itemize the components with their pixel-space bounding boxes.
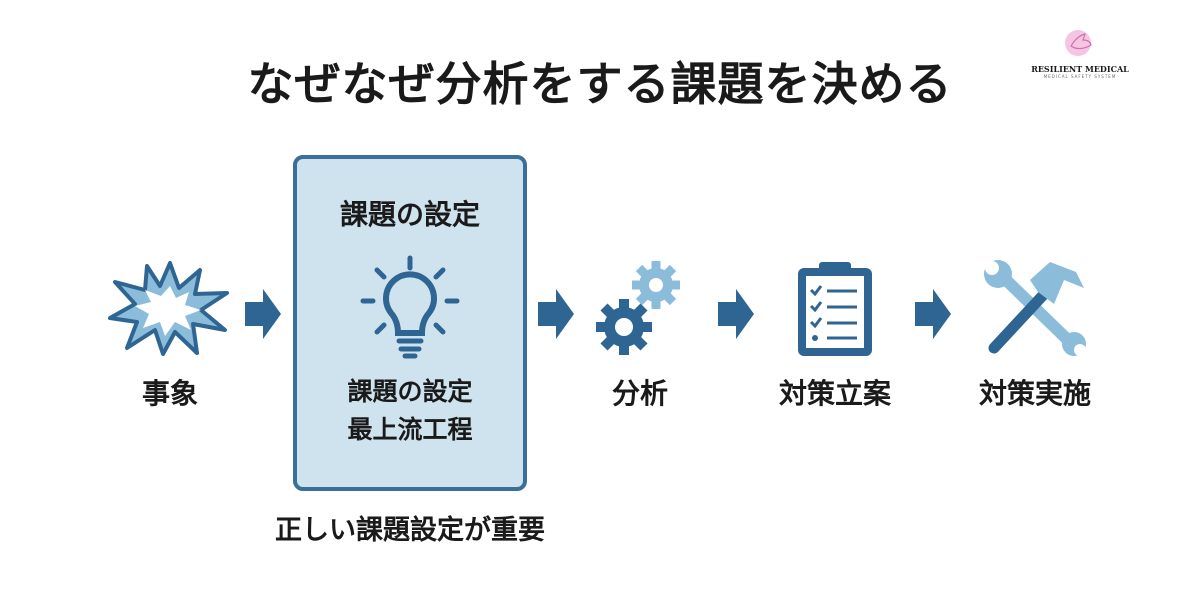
step-label-plan: 対策立案 [778, 377, 891, 410]
box-line-1: 課題の設定 [347, 377, 473, 406]
clipboard-icon [798, 262, 872, 356]
arrow-right-icon [538, 289, 574, 339]
arrow-right-icon [245, 289, 281, 339]
arrow-right-icon [718, 289, 754, 339]
lightbulb-icon [360, 255, 460, 359]
gears-icon [596, 261, 680, 355]
footer-note: 正しい課題設定が重要 [275, 515, 545, 546]
box-line-2: 最上流工程 [347, 415, 473, 444]
issue-setting-box [293, 155, 527, 491]
logo-name: RESILIENT MEDICAL [1031, 64, 1129, 74]
step-label-event: 事象 [141, 377, 198, 410]
box-heading: 課題の設定 [339, 198, 480, 231]
logo-subtitle: MEDICAL SAFETY SYSTEM [1043, 74, 1117, 79]
page-title: なぜなぜ分析をする課題を決める [247, 57, 953, 111]
dove-logo-icon [1065, 30, 1092, 56]
arrow-right-icon [915, 289, 951, 339]
logo: RESILIENT MEDICAL MEDICAL SAFETY SYSTEM [1020, 28, 1140, 79]
step-label-analysis: 分析 [611, 377, 668, 410]
explosion-icon [108, 261, 229, 356]
step-label-implement: 対策実施 [978, 377, 1091, 410]
tools-icon [984, 260, 1086, 356]
